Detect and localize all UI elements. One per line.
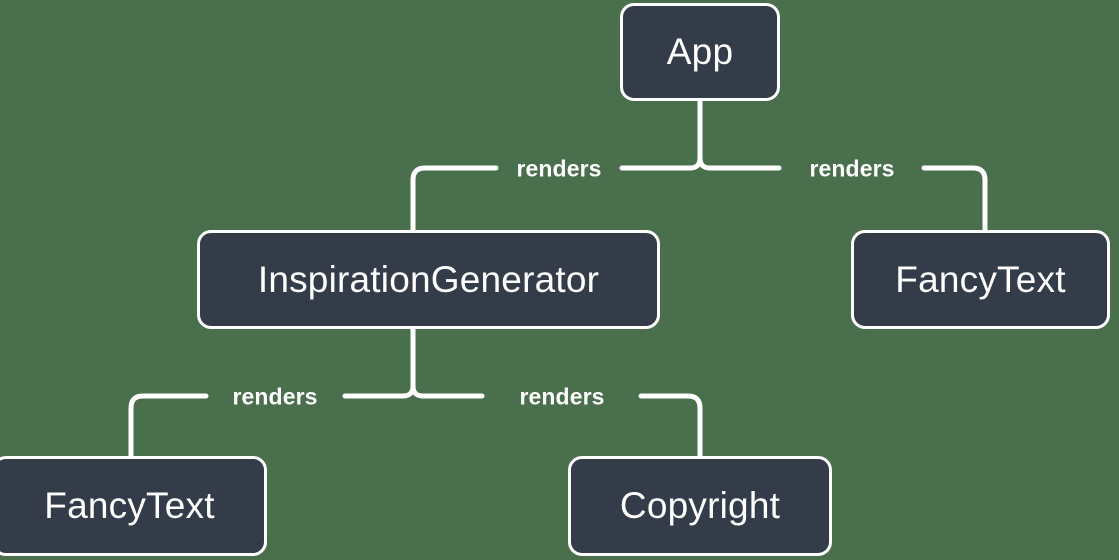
node-inspiration-generator-label: InspirationGenerator	[257, 258, 600, 300]
node-app[interactable]: App	[620, 3, 780, 101]
edge-inspirationgenerator-to-fancytext-left-seg	[128, 393, 209, 459]
edge-inspirationgenerator-to-copyright-right-seg	[638, 393, 703, 459]
edge-app-to-fancytext-right-seg	[921, 165, 988, 233]
node-copyright-label: Copyright	[619, 485, 781, 526]
edge-app-to-inspirationgenerator-left-seg	[410, 165, 499, 233]
edge-inspirationgenerator-stem	[400, 326, 416, 399]
node-fancy-text-bottom[interactable]: FancyText	[0, 456, 267, 556]
node-app-label: App	[666, 31, 734, 72]
edge-label-inspirationgenerator-to-copyright: renders	[519, 383, 605, 410]
edge-app-stem-right	[697, 98, 713, 171]
node-fancy-text-right-label: FancyText	[895, 258, 1066, 300]
node-fancy-text-right[interactable]: FancyText	[851, 230, 1110, 329]
edge-label-app-to-inspirationgenerator: renders	[516, 155, 602, 182]
edge-label-inspirationgenerator-to-fancytext: renders	[232, 383, 318, 410]
edge-label-app-to-fancytext: renders	[809, 155, 895, 182]
edge-inspirationgenerator-stem-right	[410, 326, 426, 399]
node-inspiration-generator[interactable]: InspirationGenerator	[197, 230, 660, 329]
node-fancy-text-bottom-label: FancyText	[44, 485, 215, 526]
edge-app-stem	[687, 98, 703, 171]
node-copyright[interactable]: Copyright	[568, 456, 832, 556]
